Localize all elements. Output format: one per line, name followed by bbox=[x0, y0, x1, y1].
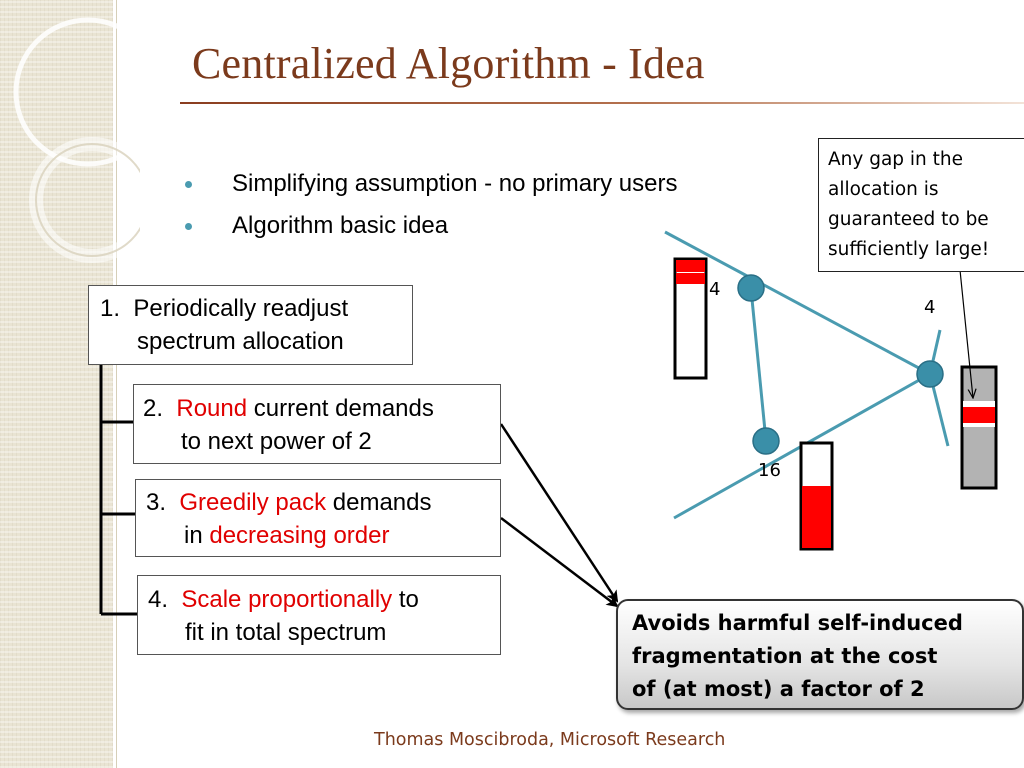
callout-line: Avoids harmful self-induced bbox=[632, 611, 963, 635]
network-node bbox=[752, 427, 780, 455]
sidebar-divider bbox=[113, 0, 116, 768]
note-line: sufficiently large! bbox=[828, 239, 990, 260]
step-box-2: 2. Round current demands to next power o… bbox=[133, 384, 501, 464]
network-node bbox=[737, 274, 765, 302]
step-text: to bbox=[392, 586, 419, 613]
note-box: Any gap in the allocation is guaranteed … bbox=[818, 138, 1024, 272]
step-text: current demands bbox=[247, 395, 434, 422]
footer-credit: Thomas Moscibroda, Microsoft Research bbox=[374, 730, 726, 750]
step-line: 1. Periodically readjust bbox=[100, 292, 412, 325]
step-line: 3. Greedily pack demands bbox=[146, 486, 500, 519]
step-line: in decreasing order bbox=[146, 519, 500, 552]
step-number: 4. bbox=[148, 586, 169, 613]
step-line: 4. Scale proportionally to bbox=[148, 583, 500, 616]
arrow-step3-callout bbox=[500, 517, 619, 608]
step-highlight: Round bbox=[176, 395, 248, 422]
node-label: 16 bbox=[758, 460, 781, 481]
note-pointer-arrow bbox=[959, 269, 973, 398]
bullet-dot bbox=[185, 223, 192, 230]
note-line: allocation is bbox=[828, 179, 939, 200]
bullet-dot bbox=[185, 181, 192, 188]
step-text: to next power of 2 bbox=[181, 428, 372, 455]
decorative-rings bbox=[13, 17, 140, 263]
page-title: Centralized Algorithm - Idea bbox=[192, 39, 705, 88]
bullet-text: Algorithm basic idea bbox=[232, 212, 449, 239]
step-box-3: 3. Greedily pack demands in decreasing o… bbox=[135, 479, 501, 557]
note-line: Any gap in the bbox=[828, 149, 964, 170]
step-line: fit in total spectrum bbox=[148, 616, 500, 649]
ring-large bbox=[13, 17, 140, 167]
step-text: Periodically readjust bbox=[133, 295, 349, 322]
step-number: 1. bbox=[100, 295, 121, 322]
arrow-step2-callout bbox=[499, 423, 619, 603]
title-underline bbox=[180, 102, 1024, 104]
step-line: 2. Round current demands bbox=[143, 392, 500, 425]
spectrum-bar-right bbox=[960, 365, 998, 490]
step-line: to next power of 2 bbox=[143, 425, 500, 458]
node-label: 4 bbox=[709, 279, 721, 300]
spectrum-bar-left bbox=[673, 257, 708, 380]
sidebar-divider-shadow bbox=[116, 0, 117, 768]
step-text: demands bbox=[326, 489, 432, 516]
step-text: in bbox=[184, 522, 210, 549]
step-line: spectrum allocation bbox=[100, 325, 412, 358]
step-bracket bbox=[99, 365, 137, 616]
step-highlight: decreasing order bbox=[209, 522, 390, 549]
spectrum-bar-bottom bbox=[799, 441, 834, 551]
step-number: 2. bbox=[143, 395, 164, 422]
callout-line: fragmentation at the cost bbox=[632, 644, 938, 668]
step-text: spectrum allocation bbox=[137, 328, 344, 355]
step-box-4: 4. Scale proportionally to fit in total … bbox=[137, 575, 501, 655]
note-line: guaranteed to be bbox=[828, 209, 989, 230]
step-number: 3. bbox=[146, 489, 167, 516]
bullet-text: Simplifying assumption - no primary user… bbox=[232, 170, 678, 197]
node-label: 4 bbox=[924, 297, 936, 318]
step-text: fit in total spectrum bbox=[185, 619, 387, 646]
callout-line: of (at most) a factor of 2 bbox=[632, 677, 925, 701]
sidebar-texture bbox=[0, 0, 113, 768]
network-node bbox=[916, 360, 944, 388]
step-highlight: Scale proportionally bbox=[181, 586, 393, 613]
conclusion-callout: Avoids harmful self-induced fragmentatio… bbox=[616, 599, 1024, 710]
step-highlight: Greedily pack bbox=[179, 489, 327, 516]
ring-small-edge bbox=[35, 143, 140, 257]
step-box-1: 1. Periodically readjust spectrum alloca… bbox=[88, 285, 413, 365]
